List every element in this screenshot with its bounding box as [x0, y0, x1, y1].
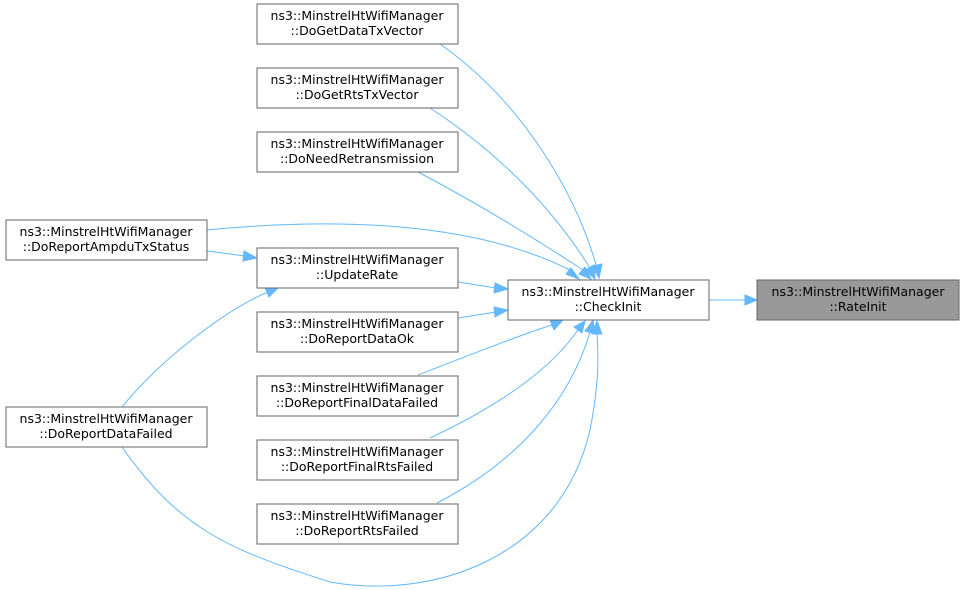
node-label-line2: ::DoReportFinalRtsFailed [281, 459, 433, 474]
node-box-doreportampdutxstatus [5, 219, 208, 261]
arrowhead-ampdu [565, 267, 581, 281]
node-box-doreportdatafailed [5, 406, 208, 448]
node-label-line1: ns3::MinstrelHtWifiManager [271, 380, 445, 395]
edge-dataok-checkinit [457, 311, 497, 319]
arrowhead-dataok [493, 306, 510, 318]
node-label-line1: ns3::MinstrelHtWifiManager [271, 444, 445, 459]
node-label-line1: ns3::MinstrelHtWifiManager [271, 8, 445, 23]
edge-getrtstx-checkinit [429, 107, 591, 269]
node-checkinit[interactable]: ns3::MinstrelHtWifiManager ::CheckInit [507, 279, 710, 321]
node-label-line2: ::DoReportDataOk [300, 331, 415, 346]
node-box-updaterate [256, 247, 459, 289]
arrowhead-finaldata [549, 319, 565, 331]
node-label-line2: ::DoReportDataFailed [39, 426, 172, 441]
node-label-line2: ::UpdateRate [316, 267, 399, 282]
node-doreportdatafailed[interactable]: ns3::MinstrelHtWifiManager ::DoReportDat… [5, 406, 208, 448]
edge-ampdu-checkinit [206, 223, 571, 271]
edge-datafailed-updaterate [121, 291, 269, 408]
arrowhead-rateinit [744, 294, 759, 306]
node-box-doneedretransmission [256, 131, 459, 173]
node-label-line1: ns3::MinstrelHtWifiManager [271, 136, 445, 151]
arrowhead-finalrts [573, 320, 586, 334]
node-doreportrtsfailed[interactable]: ns3::MinstrelHtWifiManager ::DoReportRts… [256, 503, 459, 545]
node-dogetdatatxvector[interactable]: ns3::MinstrelHtWifiManager ::DoGetDataTx… [256, 3, 459, 45]
node-box-doreportfinalrtsfailed [256, 439, 459, 481]
arrowhead-datafailed-checkinit [591, 319, 603, 335]
node-label-line2: ::DoNeedRetransmission [280, 151, 434, 166]
node-box-doreportdataok [256, 311, 459, 353]
node-label-line1: ns3::MinstrelHtWifiManager [271, 252, 445, 267]
node-label-line2: ::RateInit [829, 299, 886, 314]
arrowhead-updaterate [493, 282, 510, 294]
node-dogetrtstxvector[interactable]: ns3::MinstrelHtWifiManager ::DoGetRtsTxV… [256, 67, 459, 109]
node-label-line2: ::DoReportFinalDataFailed [276, 395, 438, 410]
edge-getdatatx-checkinit [439, 43, 598, 269]
edge-ampdu-updaterate [206, 250, 246, 257]
arrowhead-rtsfailed [584, 318, 596, 335]
node-doneedretransmission[interactable]: ns3::MinstrelHtWifiManager ::DoNeedRetra… [256, 131, 459, 173]
arrowhead-needretx [578, 266, 593, 280]
edge-rtsfailed-checkinit [436, 331, 591, 504]
node-label-line2: ::DoGetDataTxVector [291, 23, 425, 38]
edge-updaterate-checkinit [457, 281, 497, 289]
arrowhead-getrtstx [584, 264, 596, 281]
edge-finalrts-checkinit [429, 329, 579, 439]
node-label-line1: ns3::MinstrelHtWifiManager [20, 224, 194, 239]
node-label-line2: ::CheckInit [575, 299, 642, 314]
node-doreportdataok[interactable]: ns3::MinstrelHtWifiManager ::DoReportDat… [256, 311, 459, 353]
node-label-line2: ::DoReportAmpduTxStatus [23, 239, 190, 254]
node-label-line1: ns3::MinstrelHtWifiManager [522, 284, 696, 299]
edge-needretx-checkinit [417, 171, 584, 271]
node-label-line1: ns3::MinstrelHtWifiManager [271, 508, 445, 523]
node-doreportfinalrtsfailed[interactable]: ns3::MinstrelHtWifiManager ::DoReportFin… [256, 439, 459, 481]
node-doreportfinaldatafailed[interactable]: ns3::MinstrelHtWifiManager ::DoReportFin… [256, 375, 459, 417]
node-doreportampdutxstatus[interactable]: ns3::MinstrelHtWifiManager ::DoReportAmp… [5, 219, 208, 261]
node-box-checkinit [507, 279, 710, 321]
node-label-line1: ns3::MinstrelHtWifiManager [20, 411, 194, 426]
node-label-line2: ::DoGetRtsTxVector [296, 87, 420, 102]
node-label-line1: ns3::MinstrelHtWifiManager [772, 284, 946, 299]
edge-datafailed-checkinit [121, 332, 599, 587]
node-rateinit[interactable]: ns3::MinstrelHtWifiManager ::RateInit [756, 279, 960, 321]
edges [121, 43, 759, 587]
node-box-dogetdatatxvector [256, 3, 459, 45]
node-label-line1: ns3::MinstrelHtWifiManager [271, 72, 445, 87]
node-updaterate[interactable]: ns3::MinstrelHtWifiManager ::UpdateRate [256, 247, 459, 289]
node-label-line1: ns3::MinstrelHtWifiManager [271, 316, 445, 331]
node-box-doreportfinaldatafailed [256, 375, 459, 417]
edge-finaldata-checkinit [417, 324, 553, 376]
arrowhead-updaterate-ampdu [242, 250, 259, 262]
node-label-line2: ::DoReportRtsFailed [295, 523, 419, 538]
node-box-dogetrtstxvector [256, 67, 459, 109]
node-box-rateinit [756, 279, 960, 321]
node-box-doreportrtsfailed [256, 503, 459, 545]
